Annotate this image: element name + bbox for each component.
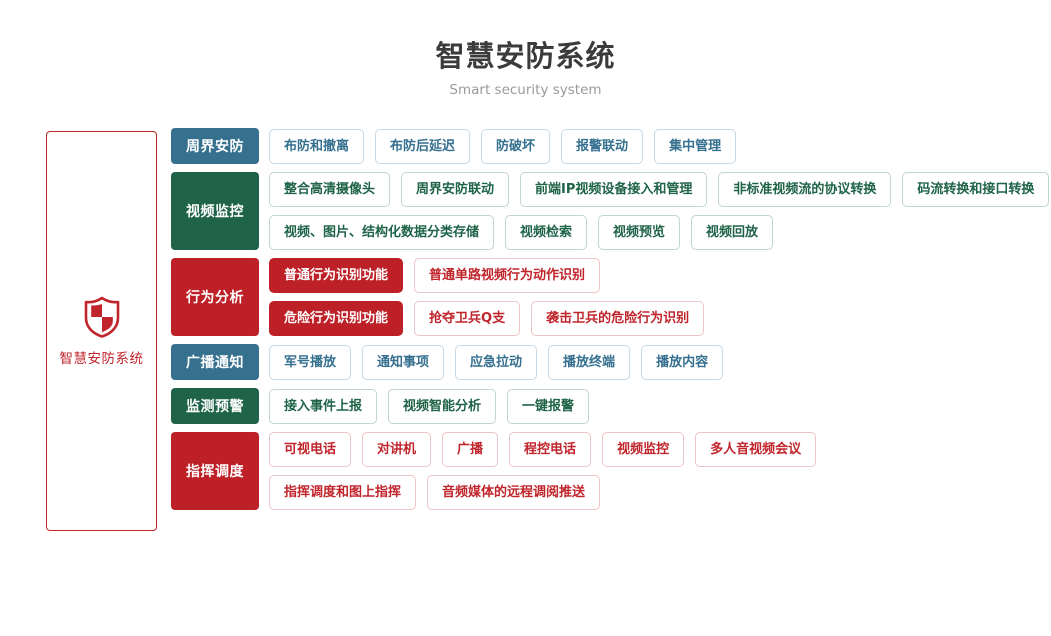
tag-item[interactable]: 播放内容: [641, 344, 724, 380]
tag-item[interactable]: 布防后延迟: [375, 128, 471, 164]
tag-item[interactable]: 整合高清摄像头: [269, 172, 391, 207]
tag-item[interactable]: 军号播放: [269, 344, 352, 380]
tag-item[interactable]: 防破坏: [481, 128, 551, 164]
tag-line: 普通行为识别功能 普通单路视频行为动作识别: [269, 258, 1041, 293]
category-row: 广播通知 军号播放 通知事项 应急拉动 播放终端 播放内容: [171, 344, 1041, 380]
tag-item[interactable]: 危险行为识别功能: [269, 301, 404, 336]
tag-line: 接入事件上报 视频智能分析 一键报警: [269, 388, 1041, 424]
tag-area: 整合高清摄像头 周界安防联动 前端IP视频设备接入和管理 非标准视频流的协议转换…: [259, 172, 1050, 250]
tag-item[interactable]: 非标准视频流的协议转换: [718, 172, 892, 207]
category-row: 行为分析 普通行为识别功能 普通单路视频行为动作识别 危险行为识别功能 抢夺卫兵…: [171, 258, 1041, 336]
tag-item[interactable]: 报警联动: [561, 128, 644, 164]
category-row: 监测预警 接入事件上报 视频智能分析 一键报警: [171, 388, 1041, 424]
tag-item[interactable]: 视频、图片、结构化数据分类存储: [269, 215, 495, 250]
tag-item[interactable]: 视频回放: [691, 215, 774, 250]
tag-item[interactable]: 视频预览: [598, 215, 681, 250]
category-label-perimeter[interactable]: 周界安防: [171, 128, 259, 164]
tag-item[interactable]: 码流转换和接口转换: [902, 172, 1050, 207]
page-header: 智慧安防系统 Smart security system: [0, 38, 1051, 99]
tag-line: 可视电话 对讲机 广播 程控电话 视频监控 多人音视频会议: [269, 432, 1041, 467]
category-label-behavior-analysis[interactable]: 行为分析: [171, 258, 259, 336]
category-row: 视频监控 整合高清摄像头 周界安防联动 前端IP视频设备接入和管理 非标准视频流…: [171, 172, 1050, 250]
tag-area: 可视电话 对讲机 广播 程控电话 视频监控 多人音视频会议 指挥调度和图上指挥 …: [259, 432, 1041, 510]
shield-icon: [83, 296, 121, 338]
brand-panel: 智慧安防系统: [46, 131, 157, 531]
tag-item[interactable]: 音频媒体的远程调阅推送: [427, 475, 601, 510]
tag-area: 普通行为识别功能 普通单路视频行为动作识别 危险行为识别功能 抢夺卫兵Q支 袭击…: [259, 258, 1041, 336]
tag-item[interactable]: 视频智能分析: [388, 388, 497, 424]
tag-item[interactable]: 布防和撤离: [269, 128, 365, 164]
tag-item[interactable]: 一键报警: [507, 388, 590, 424]
tag-item[interactable]: 可视电话: [269, 432, 352, 467]
tag-item[interactable]: 对讲机: [362, 432, 432, 467]
tag-area: 军号播放 通知事项 应急拉动 播放终端 播放内容: [259, 344, 1041, 380]
tag-line: 整合高清摄像头 周界安防联动 前端IP视频设备接入和管理 非标准视频流的协议转换…: [269, 172, 1050, 207]
category-label-monitoring-alert[interactable]: 监测预警: [171, 388, 259, 424]
tag-item[interactable]: 播放终端: [548, 344, 631, 380]
tag-line: 视频、图片、结构化数据分类存储 视频检索 视频预览 视频回放: [269, 215, 1049, 250]
tag-area: 接入事件上报 视频智能分析 一键报警: [259, 388, 1041, 424]
page-subtitle: Smart security system: [449, 82, 602, 98]
tag-item[interactable]: 普通单路视频行为动作识别: [414, 258, 601, 293]
tag-item[interactable]: 多人音视频会议: [695, 432, 817, 467]
tag-item[interactable]: 程控电话: [509, 432, 592, 467]
category-label-broadcast-notice[interactable]: 广播通知: [171, 344, 259, 380]
tag-item[interactable]: 普通行为识别功能: [269, 258, 404, 293]
tag-line: 指挥调度和图上指挥 音频媒体的远程调阅推送: [269, 475, 1041, 510]
tag-item[interactable]: 接入事件上报: [269, 388, 378, 424]
tag-item[interactable]: 袭击卫兵的危险行为识别: [531, 301, 705, 336]
category-label-command-dispatch[interactable]: 指挥调度: [171, 432, 259, 510]
page-title: 智慧安防系统: [435, 39, 616, 73]
tag-item[interactable]: 抢夺卫兵Q支: [414, 301, 521, 336]
brand-label: 智慧安防系统: [59, 350, 144, 367]
tag-item[interactable]: 周界安防联动: [401, 172, 510, 207]
tag-item[interactable]: 视频检索: [505, 215, 588, 250]
tag-item[interactable]: 前端IP视频设备接入和管理: [520, 172, 708, 207]
tag-item[interactable]: 指挥调度和图上指挥: [269, 475, 417, 510]
tag-item[interactable]: 集中管理: [654, 128, 737, 164]
tag-item[interactable]: 广播: [442, 432, 499, 467]
tag-item[interactable]: 视频监控: [602, 432, 685, 467]
capability-matrix: 周界安防 布防和撤离 布防后延迟 防破坏 报警联动 集中管理 视频监控 整合高清…: [171, 128, 1050, 518]
tag-item[interactable]: 通知事项: [362, 344, 445, 380]
category-row: 指挥调度 可视电话 对讲机 广播 程控电话 视频监控 多人音视频会议 指挥调度和…: [171, 432, 1041, 510]
tag-line: 危险行为识别功能 抢夺卫兵Q支 袭击卫兵的危险行为识别: [269, 301, 1041, 336]
category-row: 周界安防 布防和撤离 布防后延迟 防破坏 报警联动 集中管理: [171, 128, 1041, 164]
tag-line: 军号播放 通知事项 应急拉动 播放终端 播放内容: [269, 344, 1041, 380]
category-label-video-monitoring[interactable]: 视频监控: [171, 172, 259, 250]
tag-area: 布防和撤离 布防后延迟 防破坏 报警联动 集中管理: [259, 128, 1041, 164]
tag-line: 布防和撤离 布防后延迟 防破坏 报警联动 集中管理: [269, 128, 1041, 164]
tag-item[interactable]: 应急拉动: [455, 344, 538, 380]
